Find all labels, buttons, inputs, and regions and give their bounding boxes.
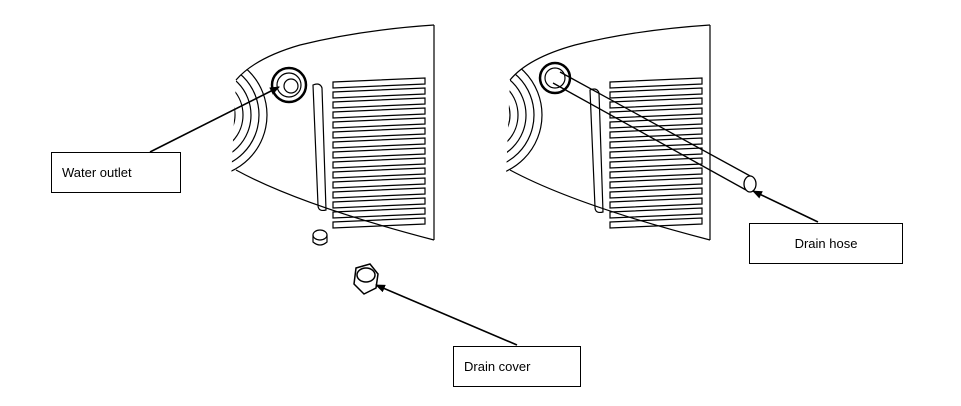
fan-rings-left (230, 52, 268, 178)
grille-slat (332, 127, 426, 139)
grille-slat (609, 177, 703, 189)
grille-slat (332, 207, 426, 219)
housing-edge-right (509, 169, 711, 241)
water-outlet-port-right (538, 61, 572, 95)
fan-rings-right (505, 52, 543, 178)
divider-rib-right (589, 88, 604, 214)
grille-left (332, 77, 426, 229)
grille-slat (332, 97, 426, 109)
grille-slat (332, 137, 426, 149)
arrow-drain-hose (752, 190, 819, 223)
label-drain-hose: Drain hose (749, 223, 903, 264)
grille-slat (332, 77, 426, 89)
grille-slat (332, 87, 426, 99)
grille-slat (609, 197, 703, 209)
grille-slat (332, 197, 426, 209)
label-water-outlet: Water outlet (51, 152, 181, 193)
grille-slat (609, 187, 703, 199)
grille-slat (332, 117, 426, 129)
drain-plug-small (312, 229, 328, 246)
housing-outline-left (235, 24, 435, 81)
grille-slat (332, 167, 426, 179)
grille-slat (609, 147, 703, 159)
housing-outline-right (509, 24, 711, 81)
water-outlet-port-left (270, 66, 308, 104)
grille-slat (609, 77, 703, 89)
label-drain-cover: Drain cover (453, 346, 581, 387)
grille-slat (609, 207, 703, 219)
grille-slat (609, 117, 703, 129)
grille-right (609, 77, 703, 229)
grille-slat (609, 137, 703, 149)
grille-slat (609, 97, 703, 109)
arrow-water-outlet (149, 86, 280, 153)
grille-slat (332, 157, 426, 169)
unit-housing-left (230, 24, 435, 295)
drain-hose-tube (552, 71, 757, 193)
drain-cover-cap (353, 263, 379, 295)
grille-slat (332, 107, 426, 119)
arrow-drain-cover (375, 284, 518, 346)
grille-slat (609, 167, 703, 179)
grille-slat (332, 177, 426, 189)
grille-slat (609, 107, 703, 119)
grille-slat (609, 127, 703, 139)
grille-slat (332, 147, 426, 159)
divider-rib-left (312, 83, 327, 212)
grille-slat (332, 217, 426, 229)
unit-housing-right (505, 24, 757, 241)
grille-slat (332, 187, 426, 199)
grille-slat (609, 87, 703, 99)
grille-slat (609, 157, 703, 169)
grille-slat (609, 217, 703, 229)
